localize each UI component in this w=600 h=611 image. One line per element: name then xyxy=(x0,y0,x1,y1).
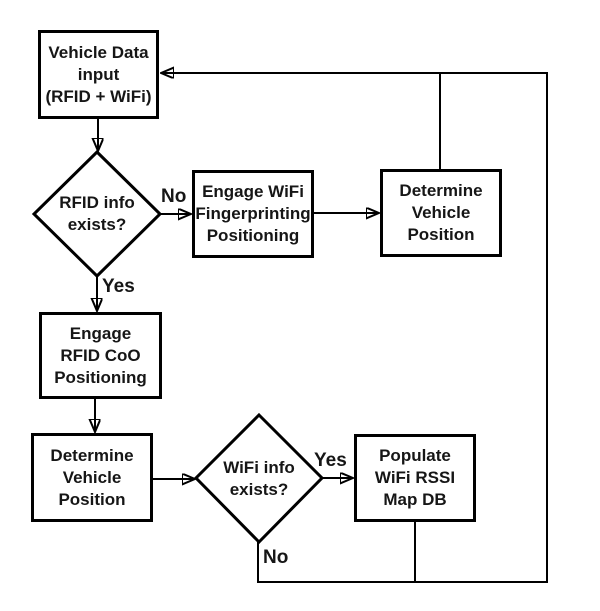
decision-rfid-shape xyxy=(31,149,163,279)
edge-label-wifi-yes: Yes xyxy=(314,450,347,471)
decision-wifi-shape xyxy=(193,412,325,545)
node-vehicle-data-input: Vehicle Data input (RFID + WiFi) xyxy=(38,30,159,119)
node-rfid-info-exists: RFID info exists? xyxy=(59,193,135,234)
node-wifi-info-exists: WiFi info exists? xyxy=(223,457,295,499)
edge-feedback-loop xyxy=(162,73,548,582)
edge-label-wifi-no: No xyxy=(263,547,289,568)
node-determine-vehicle-position-bottom: Determine Vehicle Position xyxy=(31,433,153,522)
node-determine-vehicle-position-top: Determine Vehicle Position xyxy=(380,169,502,257)
node-engage-wifi-fingerprinting: Engage WiFi Fingerprinting Positioning xyxy=(192,170,314,258)
edge-label-rfid-yes: Yes xyxy=(102,276,135,297)
node-engage-rfid-coo: Engage RFID CoO Positioning xyxy=(39,312,162,399)
node-populate-wifi-rssi-map-db: Populate WiFi RSSI Map DB xyxy=(354,434,476,522)
edge-label-rfid-no: No xyxy=(161,186,187,207)
